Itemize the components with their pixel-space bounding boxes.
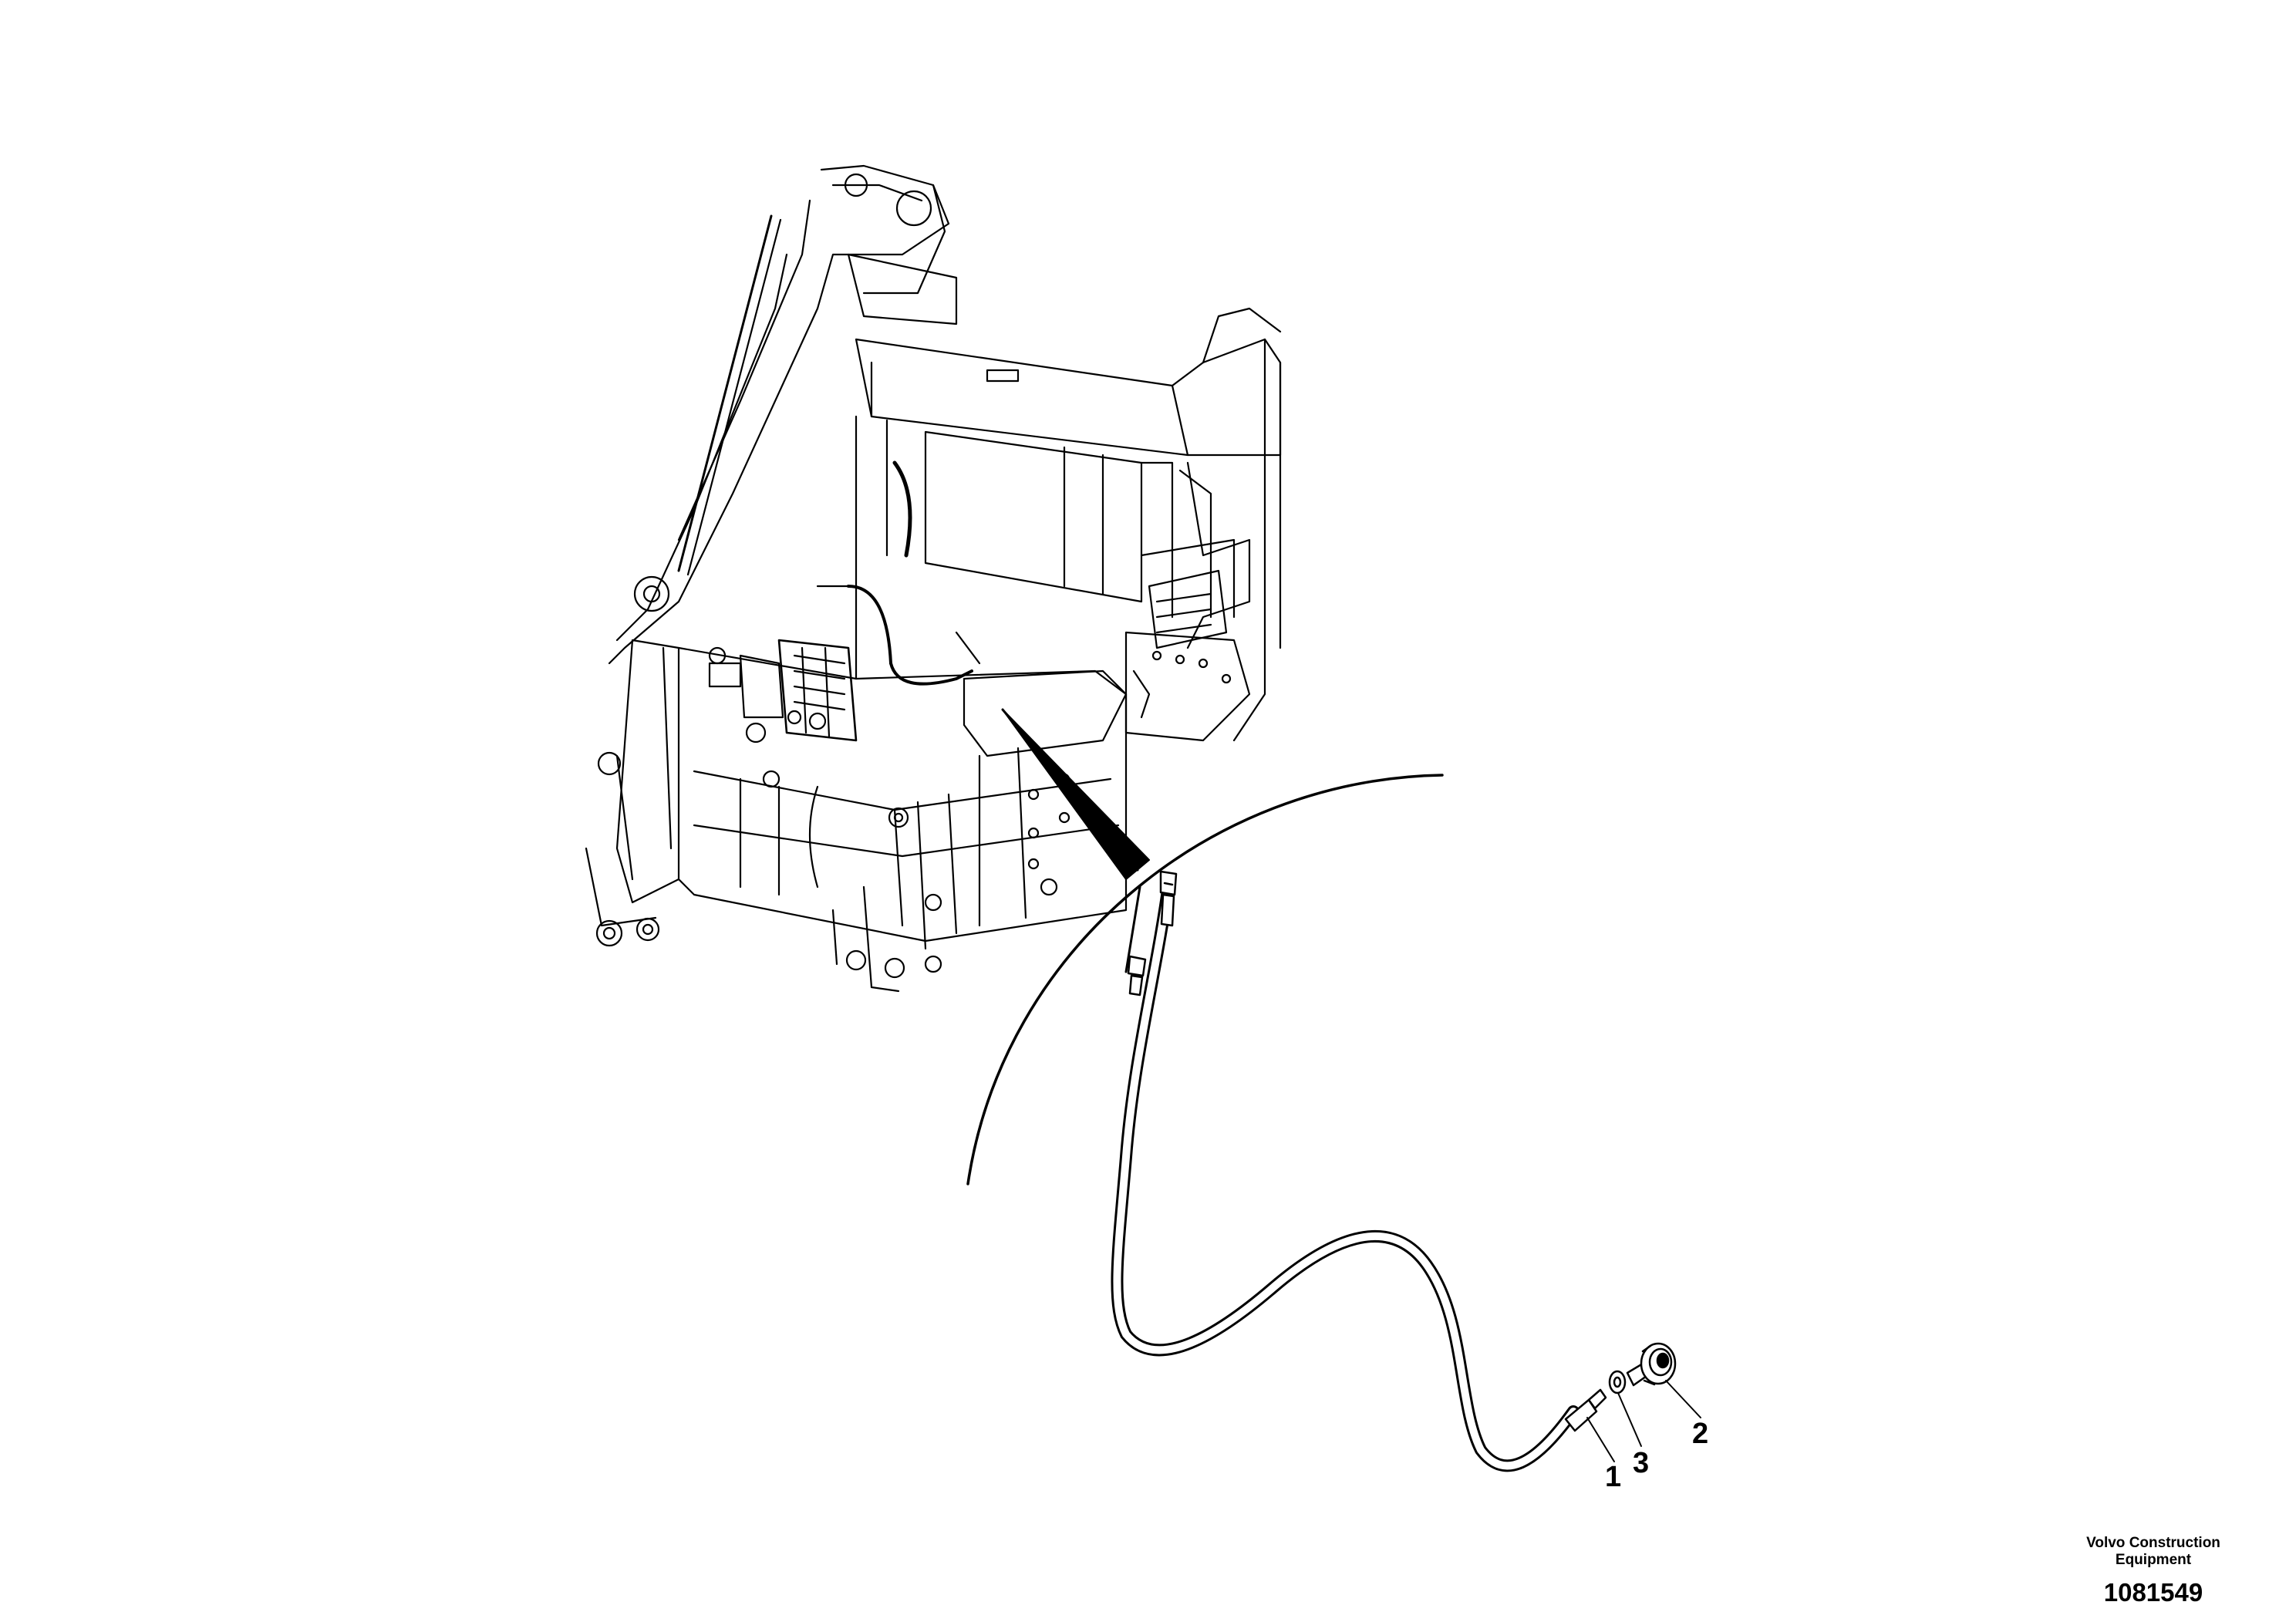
callout-3: 3 <box>1633 1447 1649 1479</box>
drawing-number: 1081549 <box>2103 1578 2203 1607</box>
hose-top-fitting <box>1159 870 1178 927</box>
manufacturer-name-line2: Equipment <box>2115 1552 2192 1568</box>
sealing-washer <box>1608 1370 1627 1394</box>
manufacturer-name-line1: Volvo Construction <box>2086 1535 2220 1551</box>
manufacturer-credit: Volvo Construction Equipment 1081549 <box>2065 1535 2242 1607</box>
hose-end-fitting <box>1564 1388 1607 1432</box>
detail-circle-arc <box>966 774 1444 1185</box>
machine-frame-illustration <box>585 164 1282 993</box>
detail-pointer <box>1001 708 1150 880</box>
hose-mid-fitting <box>1127 955 1147 996</box>
quick-coupling <box>1626 1342 1677 1387</box>
callout-2: 2 <box>1692 1418 1708 1450</box>
callout-1: 1 <box>1605 1461 1621 1493</box>
hose-assembly <box>1111 870 1677 1472</box>
callout-leaders <box>1586 1380 1701 1462</box>
